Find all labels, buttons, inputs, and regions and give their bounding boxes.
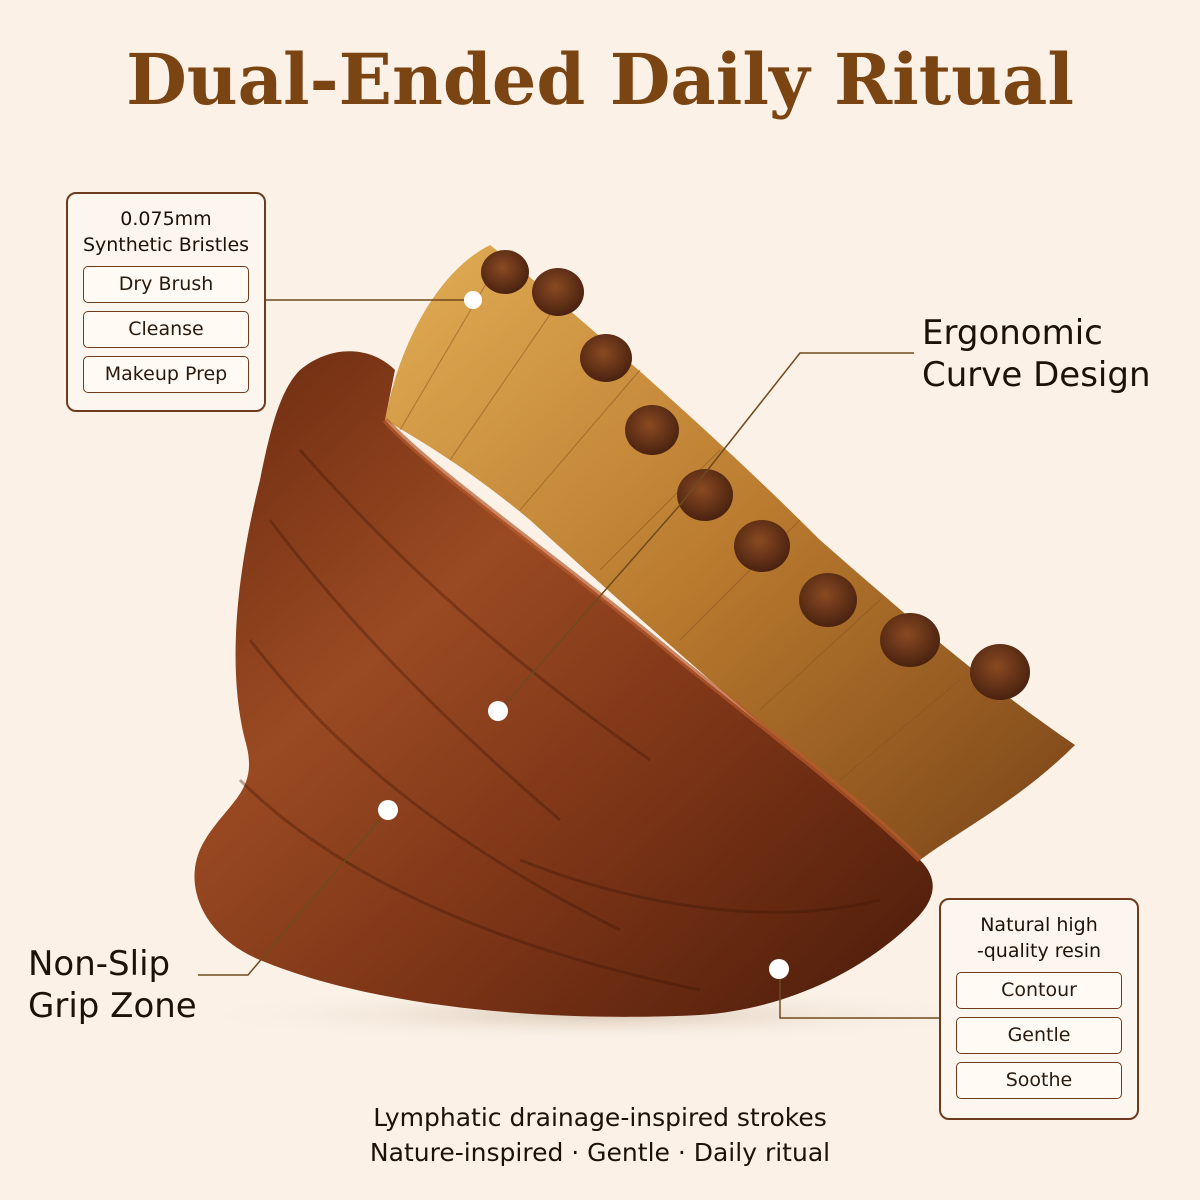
bristles-heading-line1: 0.075mm: [120, 208, 212, 230]
page-title: Dual-Ended Daily Ritual: [126, 38, 1074, 121]
ergonomic-callout: Ergonomic Curve Design: [922, 312, 1151, 396]
tag-soothe: Soothe: [956, 1062, 1122, 1099]
marker-dot: [769, 959, 789, 979]
marker-dot: [378, 800, 398, 820]
grip-line1: Non-Slip: [28, 944, 171, 984]
resin-heading: Natural high -quality resin: [941, 912, 1137, 964]
bristles: [385, 245, 1075, 860]
tag-dry-brush: Dry Brush: [83, 266, 249, 303]
wooden-handle: [194, 351, 933, 1017]
grip-callout: Non-Slip Grip Zone: [28, 943, 197, 1027]
resin-heading-line1: Natural high: [980, 914, 1098, 936]
resin-info-box: Natural high -quality resin Contour Gent…: [939, 898, 1139, 1120]
massage-knobs: [481, 250, 1030, 700]
bristles-heading-line2: Synthetic Bristles: [82, 234, 250, 256]
footer-line2: Nature-inspired · Gentle · Daily ritual: [369, 1138, 831, 1167]
bristles-info-box: 0.075mm Synthetic Bristles Dry Brush Cle…: [66, 192, 266, 412]
footer-line1: Lymphatic drainage-inspired strokes: [373, 1103, 827, 1132]
marker-dot: [464, 291, 482, 309]
bristles-heading: 0.075mm Synthetic Bristles: [68, 206, 264, 258]
tag-makeup-prep: Makeup Prep: [83, 356, 249, 393]
tag-cleanse: Cleanse: [83, 311, 249, 348]
tag-gentle: Gentle: [956, 1017, 1122, 1054]
grip-line2: Grip Zone: [28, 986, 197, 1026]
ergonomic-line1: Ergonomic: [922, 313, 1103, 353]
resin-heading-line2: -quality resin: [976, 940, 1102, 962]
ergonomic-line2: Curve Design: [922, 355, 1151, 395]
tag-contour: Contour: [956, 972, 1122, 1009]
marker-dot: [488, 701, 508, 721]
